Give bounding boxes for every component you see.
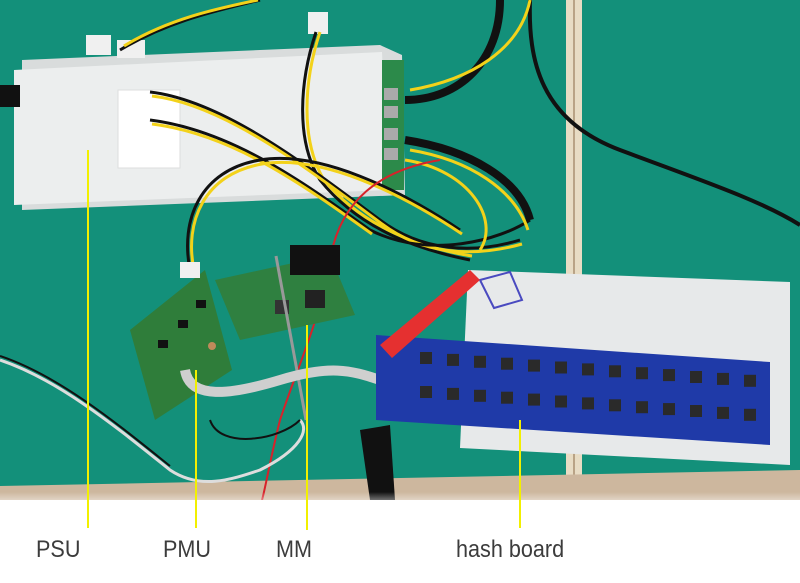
asic-chip [717, 372, 729, 385]
black-cable [527, 0, 800, 227]
black-clip [360, 425, 395, 500]
asic-chip [474, 355, 486, 368]
asic-chip [663, 369, 675, 382]
asic-chip [582, 363, 594, 376]
asic-chip [555, 361, 567, 374]
psu-label: PSU [36, 536, 81, 563]
asic-chip [474, 389, 486, 402]
asic-chip [690, 371, 702, 383]
asic-chip [744, 408, 756, 421]
asic-chip [528, 359, 540, 372]
photo [0, 0, 800, 500]
asic-chip [636, 367, 648, 380]
pmu-leader-line [195, 370, 197, 528]
mm-label: MM [276, 536, 312, 563]
asic-chip [501, 391, 513, 404]
asic-chip [528, 393, 540, 406]
asic-chip [744, 374, 756, 387]
hash-board-leader-line [519, 420, 521, 528]
asic-chip [717, 406, 729, 419]
asic-chip [501, 357, 513, 370]
asic-chip [447, 353, 459, 366]
psu [0, 45, 405, 210]
pmu-label: PMU [163, 536, 212, 563]
asic-chip [636, 401, 648, 414]
ribbon-cable [180, 365, 382, 397]
hash-board-label: hash board [456, 536, 565, 563]
photo-fade [0, 492, 800, 512]
hash-board [376, 335, 770, 445]
photo-scene [0, 0, 800, 500]
asic-chip [447, 387, 459, 400]
asic-chip [555, 395, 567, 408]
power-cables [119, 0, 534, 271]
red-clip [380, 270, 480, 358]
asic-chip [663, 403, 675, 416]
asic-chip [609, 399, 621, 412]
psu-leader-line [87, 150, 89, 528]
asic-chip [420, 352, 432, 364]
connector [308, 12, 328, 34]
asic-chip [609, 365, 621, 378]
mm-board [215, 245, 355, 421]
pmu-board [130, 262, 232, 420]
asic-chip [690, 405, 702, 417]
connector [86, 35, 111, 55]
mm-leader-line [306, 325, 308, 530]
asic-chip [420, 386, 432, 398]
asic-chip [582, 397, 594, 410]
